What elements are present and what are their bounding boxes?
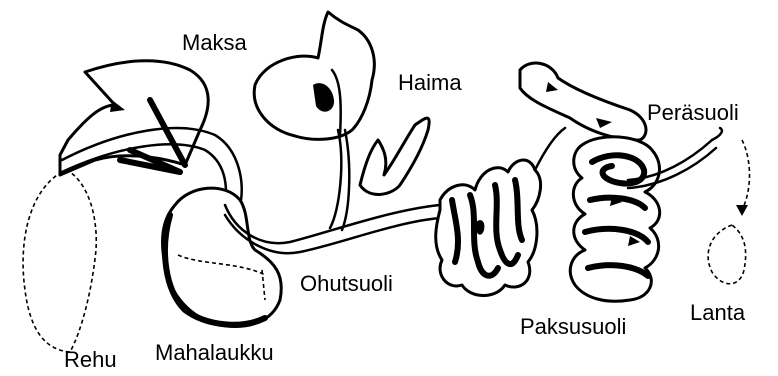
label-large-intestine: Paksusuoli xyxy=(520,314,626,339)
label-small-intestine: Ohutsuoli xyxy=(300,271,393,296)
label-stomach: Mahalaukku xyxy=(155,340,274,365)
cecum-shape xyxy=(520,63,646,140)
label-droppings: Lanta xyxy=(690,300,746,325)
head-mouth-shape xyxy=(60,61,208,175)
label-liver: Maksa xyxy=(182,30,248,55)
label-feed: Rehu xyxy=(64,347,117,372)
feed-intake-dashed-path xyxy=(23,172,96,352)
label-rectum: Peräsuoli xyxy=(647,100,739,125)
pancreas-shape xyxy=(360,118,429,194)
droppings-dashed-path xyxy=(708,140,749,284)
label-pancreas: Haima xyxy=(398,70,462,95)
small-intestine-shape xyxy=(436,128,565,296)
large-intestine-shape xyxy=(570,137,659,301)
liver-shape xyxy=(254,12,374,139)
stomach-shape xyxy=(162,188,281,326)
